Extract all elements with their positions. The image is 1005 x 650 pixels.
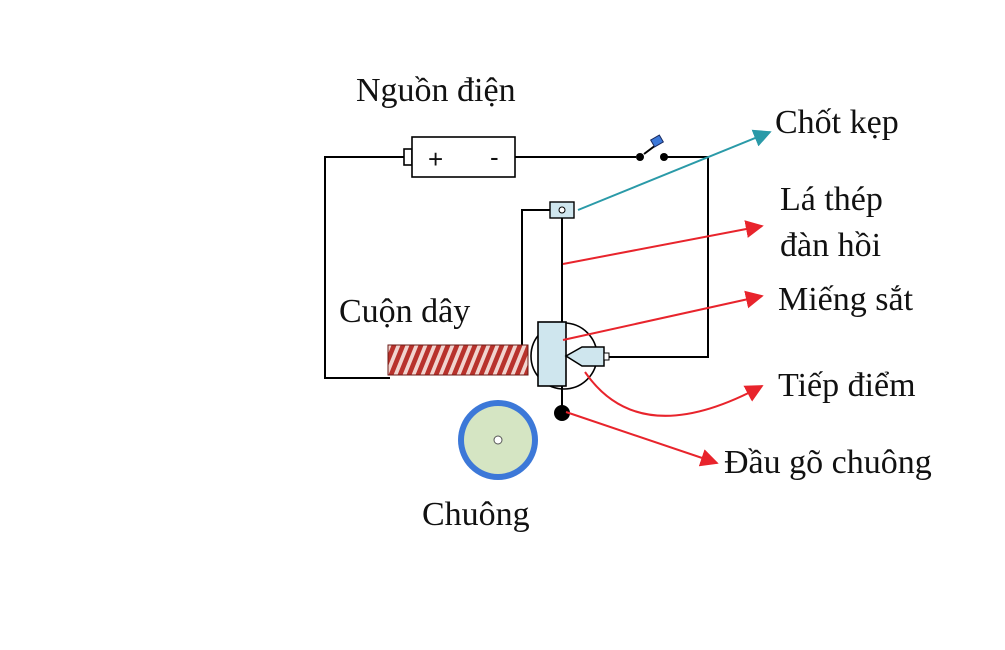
switch-knob — [649, 134, 665, 148]
hammer-head — [554, 405, 570, 421]
battery-plus-sign: + — [428, 144, 443, 174]
label-clamp-pin: Chốt kẹp — [775, 104, 899, 141]
right-return-wire — [607, 156, 709, 358]
label-coil: Cuộn dây — [339, 293, 470, 330]
switch-contact-right — [660, 153, 668, 161]
hammer — [554, 386, 570, 421]
label-power-source: Nguồn điện — [356, 72, 516, 109]
label-bell-hammer: Đầu gõ chuông — [724, 444, 932, 481]
arrow-spring-steel — [562, 220, 764, 265]
circuit-wires — [324, 156, 709, 379]
switch-contact-left — [636, 153, 644, 161]
battery-terminal — [403, 148, 413, 166]
left-loop-wire — [324, 156, 409, 379]
label-spring-steel-line1: Lá thép — [780, 181, 883, 218]
battery: + - — [403, 136, 516, 178]
clamp-screw — [558, 206, 566, 214]
coil — [387, 344, 529, 376]
arrow-contact-point — [584, 371, 764, 417]
label-spring-steel-line2: đàn hồi — [780, 227, 881, 264]
bell — [458, 400, 538, 480]
switch — [636, 134, 668, 161]
iron-piece — [537, 321, 567, 387]
bell-center — [493, 435, 503, 445]
label-bell: Chuông — [422, 496, 530, 533]
pointer-arrows — [562, 129, 772, 467]
clamp-pin — [549, 201, 575, 219]
coil-winding — [387, 344, 529, 376]
armature — [530, 321, 610, 390]
label-iron-piece: Miếng sắt — [778, 281, 914, 318]
battery-body — [411, 136, 516, 178]
coil-to-spring-wire — [521, 209, 550, 357]
arrow-clamp-pin — [577, 129, 772, 211]
arrow-iron-piece — [562, 290, 764, 341]
arrow-bell-hammer — [565, 411, 719, 467]
battery-minus-sign: - — [490, 142, 499, 172]
label-contact-point: Tiếp điểm — [778, 367, 916, 404]
contact-screw — [603, 352, 610, 361]
